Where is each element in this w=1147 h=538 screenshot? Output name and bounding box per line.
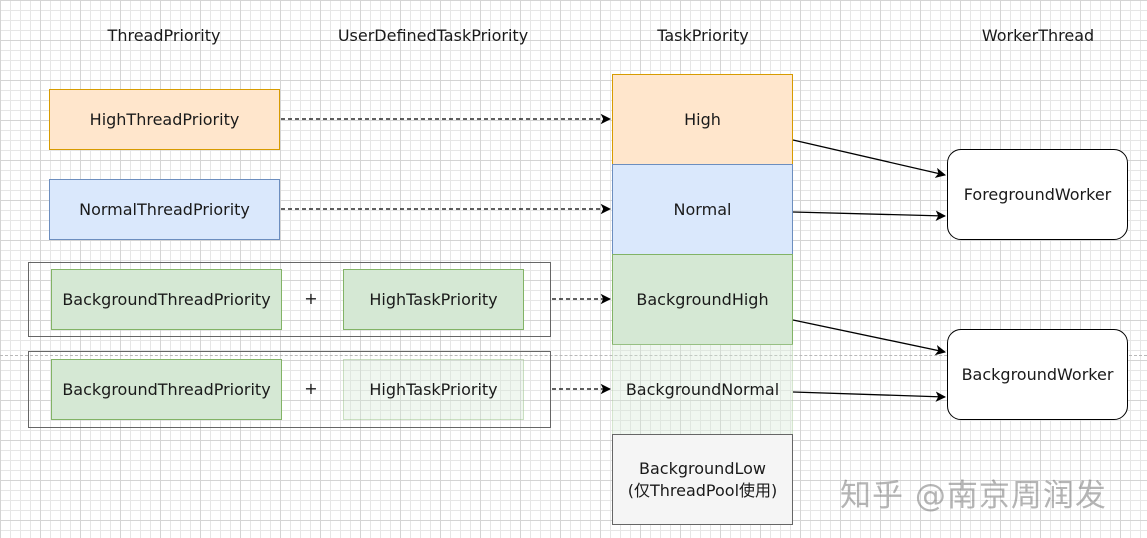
task-priority-background-normal[interactable]: BackgroundNormal bbox=[612, 344, 793, 435]
task-priority-high[interactable]: High bbox=[612, 74, 793, 165]
header-thread-priority: ThreadPriority bbox=[107, 26, 221, 45]
arrow-normal-to-foreground bbox=[792, 210, 947, 221]
background-thread-priority-box[interactable]: BackgroundThreadPriority bbox=[51, 269, 282, 330]
foreground-worker-box[interactable]: ForegroundWorker bbox=[947, 149, 1128, 240]
task-priority-normal[interactable]: Normal bbox=[612, 164, 793, 255]
task-priority-background-high[interactable]: BackgroundHigh bbox=[612, 254, 793, 345]
header-task-priority: TaskPriority bbox=[657, 26, 749, 45]
background-worker-box[interactable]: BackgroundWorker bbox=[947, 329, 1128, 420]
high-thread-priority-box[interactable]: HighThreadPriority bbox=[49, 89, 280, 150]
page-break-line bbox=[0, 355, 1147, 356]
background-low-note: (仅ThreadPool使用) bbox=[627, 480, 778, 500]
high-task-priority-box[interactable]: HighTaskPriority bbox=[343, 269, 524, 330]
arrow-high-to-foreground bbox=[792, 139, 947, 178]
arrow-background-high-to-background bbox=[792, 319, 947, 356]
task-priority-background-low[interactable]: BackgroundLow (仅ThreadPool使用) bbox=[612, 434, 793, 525]
normal-thread-priority-box[interactable]: NormalThreadPriority bbox=[49, 179, 280, 240]
plus-operator: + bbox=[304, 379, 318, 398]
background-thread-priority-box[interactable]: BackgroundThreadPriority bbox=[51, 359, 282, 420]
high-task-priority-box-faded[interactable]: HighTaskPriority bbox=[343, 359, 524, 420]
watermark: 知乎 @南京周润发 bbox=[840, 478, 1107, 514]
header-worker-thread: WorkerThread bbox=[981, 26, 1095, 45]
header-user-defined-task-priority: UserDefinedTaskPriority bbox=[337, 26, 529, 45]
background-normal-group[interactable] bbox=[28, 351, 551, 428]
background-high-group[interactable] bbox=[28, 262, 551, 337]
background-low-label: BackgroundLow bbox=[639, 458, 766, 478]
plus-operator: + bbox=[304, 289, 318, 308]
arrow-background-normal-to-background bbox=[792, 391, 947, 402]
